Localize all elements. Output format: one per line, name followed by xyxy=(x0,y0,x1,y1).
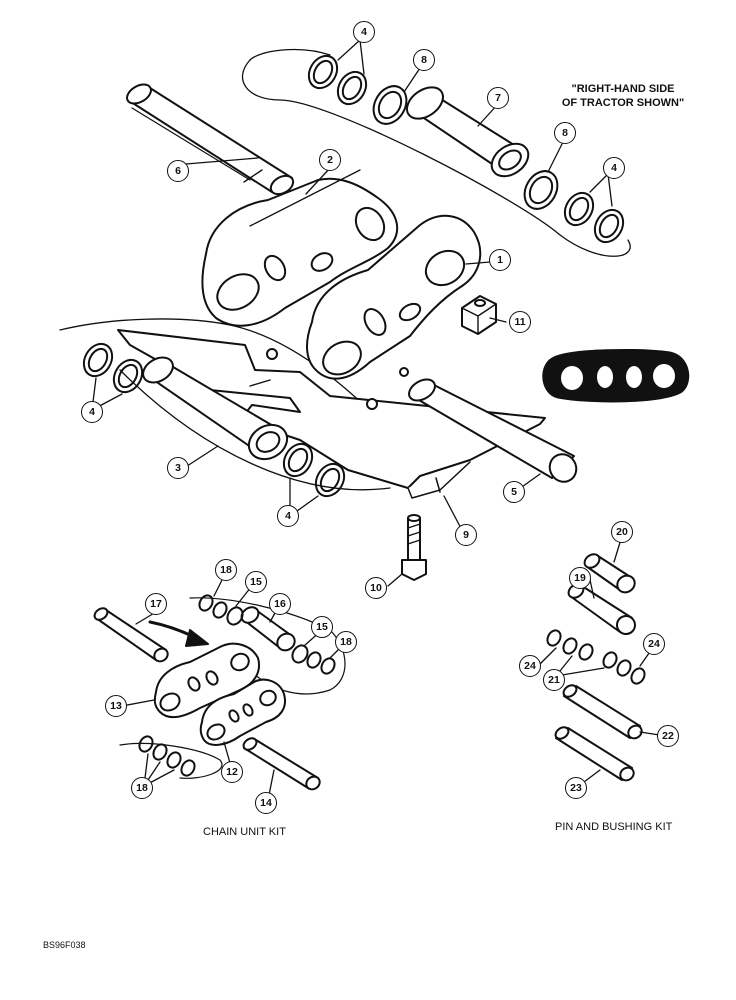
assembly-outline xyxy=(119,369,391,491)
callout-18: 18 xyxy=(335,631,357,653)
callout-14: 14 xyxy=(255,792,277,814)
kit-link-12 xyxy=(199,678,286,746)
chain-unit-kit-caption: CHAIN UNIT KIT xyxy=(203,826,286,838)
track-shoe-plate-9 xyxy=(117,329,546,499)
kit-pin-14 xyxy=(242,737,321,791)
link-silhouette-icon xyxy=(542,349,690,403)
callout-3: 3 xyxy=(167,457,189,479)
assembly-outline xyxy=(119,742,223,779)
track-nut-11 xyxy=(461,295,497,335)
seal-ring-set-top-left xyxy=(307,54,408,125)
callout-1: 1 xyxy=(489,249,511,271)
callout-4: 4 xyxy=(353,21,375,43)
callout-4: 4 xyxy=(603,157,625,179)
pin-bushing-kit-caption: PIN AND BUSHING KIT xyxy=(555,821,673,833)
callout-11: 11 xyxy=(509,311,531,333)
callout-15: 15 xyxy=(245,571,267,593)
callout-16: 16 xyxy=(269,593,291,615)
callout-18: 18 xyxy=(131,777,153,799)
kit-seal-rings-bottom xyxy=(138,735,196,777)
callout-15: 15 xyxy=(311,616,333,638)
callout-24: 24 xyxy=(643,633,665,655)
callout-7: 7 xyxy=(487,87,509,109)
track-link-2 xyxy=(201,169,398,327)
orientation-note-line-1: "RIGHT-HAND SIDE xyxy=(571,83,675,95)
kit-link-13 xyxy=(153,642,260,719)
assembly-outline xyxy=(241,59,631,257)
kit-bushing-20 xyxy=(583,553,636,594)
callout-2: 2 xyxy=(319,149,341,171)
track-pin-5 xyxy=(408,378,578,483)
callout-4: 4 xyxy=(277,505,299,527)
callout-9: 9 xyxy=(455,524,477,546)
callout-17: 17 xyxy=(145,593,167,615)
leader-lines xyxy=(91,39,667,801)
callout-18: 18 xyxy=(215,559,237,581)
kit-pin-23 xyxy=(554,726,635,782)
callout-23: 23 xyxy=(565,777,587,799)
kit-bushing-16 xyxy=(240,606,296,652)
track-pin-6 xyxy=(126,83,295,196)
callout-6: 6 xyxy=(167,160,189,182)
track-link-1 xyxy=(306,214,482,380)
callout-22: 22 xyxy=(657,725,679,747)
orientation-note: "RIGHT-HAND SIDE OF TRACTOR SHOWN" xyxy=(526,82,720,110)
kit-seal-rings-pin-bushing xyxy=(546,629,646,685)
callout-24: 24 xyxy=(519,655,541,677)
callout-12: 12 xyxy=(221,761,243,783)
track-bushing-3 xyxy=(142,356,289,461)
kit-seal-rings-top xyxy=(198,594,336,675)
callout-13: 13 xyxy=(105,695,127,717)
callout-4: 4 xyxy=(81,401,103,423)
callout-8: 8 xyxy=(413,49,435,71)
assembly-arrow-icon xyxy=(148,620,209,647)
kit-pin-17 xyxy=(93,607,169,663)
track-bushing-7 xyxy=(405,86,530,178)
callout-8: 8 xyxy=(554,122,576,144)
callout-10: 10 xyxy=(365,577,387,599)
callout-20: 20 xyxy=(611,521,633,543)
callout-21: 21 xyxy=(543,669,565,691)
seal-ring-set-middle xyxy=(282,442,346,498)
assembly-outline xyxy=(249,48,331,61)
figure-code: BS96F038 xyxy=(43,940,86,950)
seal-ring-set-left xyxy=(82,342,144,394)
callout-5: 5 xyxy=(503,481,525,503)
orientation-note-line-2: OF TRACTOR SHOWN" xyxy=(561,97,685,109)
track-bolt-10 xyxy=(401,514,427,581)
kit-pin-22 xyxy=(562,684,643,740)
callout-19: 19 xyxy=(569,567,591,589)
seal-ring-set-top-right xyxy=(523,170,625,244)
